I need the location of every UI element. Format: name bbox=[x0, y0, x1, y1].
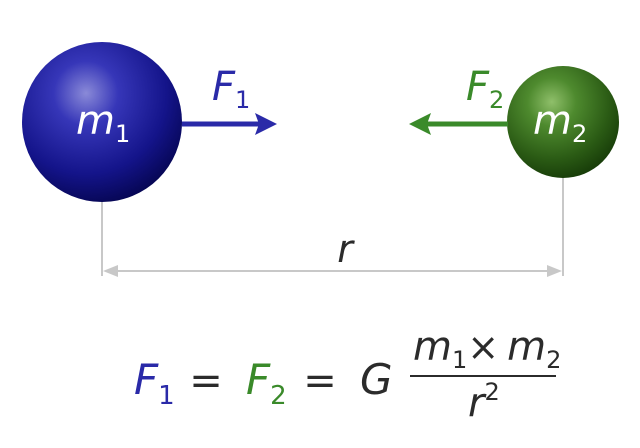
force-1-symbol: F bbox=[212, 64, 236, 110]
force-2-label: F2 bbox=[466, 64, 504, 114]
equation-f2: F2 bbox=[246, 355, 287, 411]
distance-label: r bbox=[337, 227, 355, 271]
force-1-label: F1 bbox=[212, 64, 250, 114]
numerator-m2: m bbox=[507, 324, 546, 370]
force-1-arrow bbox=[182, 113, 277, 135]
equation-f1: F1 bbox=[134, 355, 175, 411]
numerator-m2-subscript: 2 bbox=[546, 346, 561, 374]
mass-1-label: m1 bbox=[76, 98, 130, 148]
equation-denominator: r2 bbox=[468, 378, 500, 426]
mass-2-label: m2 bbox=[533, 98, 587, 148]
mass-2-subscript: 2 bbox=[572, 120, 587, 148]
mass-2-sphere bbox=[507, 66, 619, 178]
force-2-subscript: 2 bbox=[489, 86, 504, 114]
equation-f1-subscript: 1 bbox=[158, 381, 175, 411]
numerator-m1: m bbox=[413, 324, 452, 370]
equals-sign-1: = bbox=[189, 358, 223, 404]
equals-sign-2: = bbox=[303, 358, 337, 404]
force-2-arrow bbox=[409, 113, 508, 135]
equation-f1-symbol: F bbox=[134, 355, 159, 404]
force-1-subscript: 1 bbox=[235, 86, 250, 114]
equation-f2-subscript: 2 bbox=[270, 381, 287, 411]
equation-f2-symbol: F bbox=[246, 355, 271, 404]
denominator-r: r bbox=[468, 380, 487, 426]
mass-1-subscript: 1 bbox=[115, 120, 130, 148]
times-sign: × bbox=[467, 325, 499, 369]
force-2-symbol: F bbox=[466, 64, 490, 110]
mass-2-symbol: m bbox=[533, 98, 572, 144]
distance-arrow bbox=[103, 265, 562, 277]
equation-numerator: m1×m2 bbox=[413, 324, 561, 374]
gravitation-equation: F1 = F2 = G m1×m2 r2 bbox=[134, 324, 561, 426]
mass-1-symbol: m bbox=[76, 98, 115, 144]
numerator-m1-subscript: 1 bbox=[452, 346, 467, 374]
gravitational-constant: G bbox=[360, 355, 393, 404]
mass-1-sphere bbox=[22, 42, 182, 202]
denominator-exponent: 2 bbox=[484, 378, 499, 406]
